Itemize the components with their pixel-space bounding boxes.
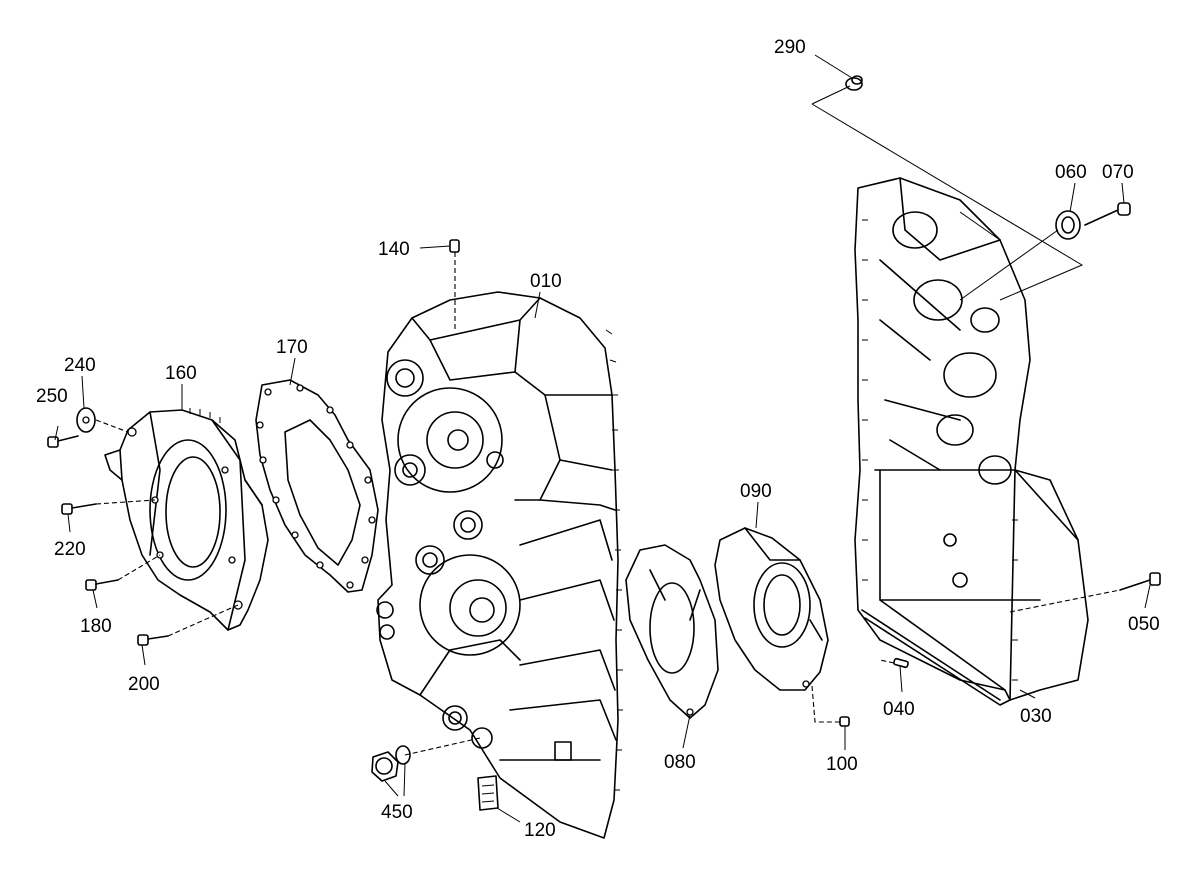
part-160-cover [104,408,269,631]
label-240: 240 [64,355,96,376]
label-010: 010 [530,271,562,292]
part-290-plug [845,75,863,91]
part-050-bolt [1119,572,1161,591]
label-290: 290 [774,37,806,58]
label-030: 030 [1020,706,1052,727]
leader-lines [54,54,1151,823]
part-070-bolt [1084,202,1131,226]
label-060: 060 [1055,162,1087,183]
part-250-bolt [47,435,79,448]
label-200: 200 [128,674,160,695]
label-120: 120 [524,820,556,841]
assembly-lines [95,85,1121,756]
label-170: 170 [276,337,308,358]
part-040-pin [893,657,909,669]
part-060-ring [1055,210,1081,240]
part-140-plug [449,239,460,253]
part-220-bolt [61,503,97,515]
label-450: 450 [381,802,413,823]
label-250: 250 [36,386,68,407]
part-450-plug-and-seal [371,745,411,782]
label-040: 040 [883,699,915,720]
part-010-main-housing [376,291,623,839]
part-080-shield [625,544,719,719]
part-200-bolt [137,634,169,646]
part-170-gasket [255,379,379,593]
part-120-plate [477,775,499,811]
label-050: 050 [1128,614,1160,635]
label-140: 140 [378,239,410,260]
part-090-cover-plate [714,527,829,691]
label-080: 080 [664,752,696,773]
label-090: 090 [740,481,772,502]
part-100-screw [839,716,850,727]
part-180-bolt [85,579,119,591]
part-240-washer [76,407,96,433]
part-labels: 290 060 070 140 010 170 240 160 250 220 … [36,37,1160,841]
label-220: 220 [54,539,86,560]
part-030-rear-housing [854,177,1089,706]
label-160: 160 [165,363,197,384]
label-180: 180 [80,616,112,637]
label-070: 070 [1102,162,1134,183]
label-100: 100 [826,754,858,775]
